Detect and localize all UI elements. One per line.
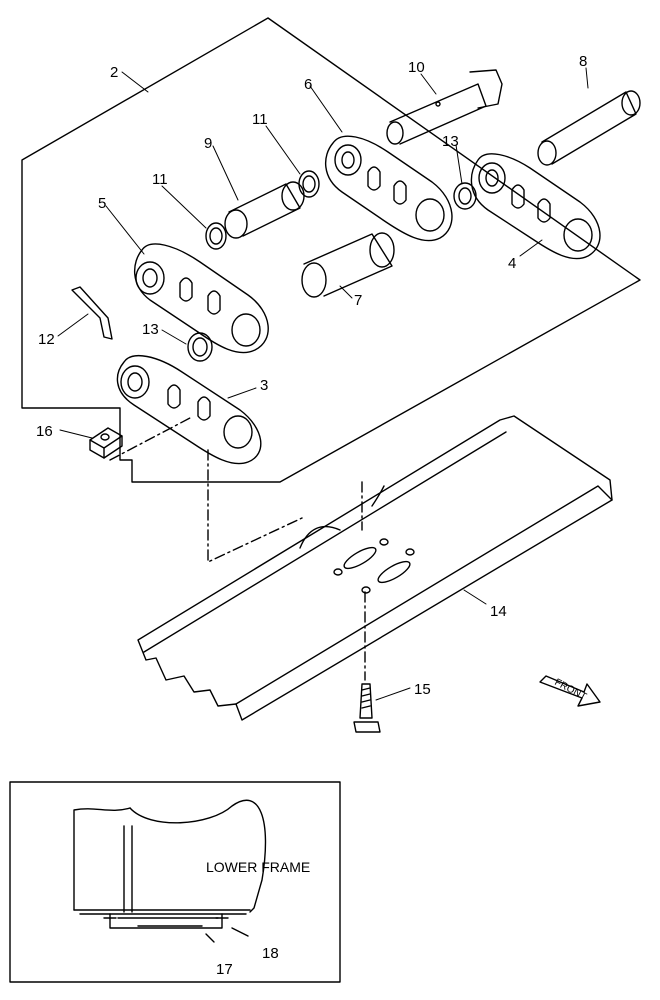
callout-13a: 13 [142,321,159,338]
inset-frame [9,781,341,983]
callout-13b: 13 [442,133,459,150]
pin-8 [537,90,641,166]
callout-7: 7 [354,292,362,309]
callout-6: 6 [304,76,312,93]
callout-17: 17 [216,961,233,978]
link-4 [470,153,601,260]
link-6 [325,135,453,242]
callout-18: 18 [262,945,279,962]
assembly-outline [21,17,641,483]
callout-16: 16 [36,423,53,440]
track-shoe-14 [137,415,613,721]
seal-11a [205,222,227,250]
callout-12: 12 [38,331,55,348]
callout-2: 2 [110,64,118,81]
spacer-13b [453,182,477,210]
callout-8: 8 [579,53,587,70]
leader-lines [57,67,589,701]
link-3 [116,355,262,465]
callout-11a: 11 [152,171,168,188]
callout-10: 10 [408,59,425,76]
bushing-7 [301,232,395,298]
callout-4: 4 [508,255,516,272]
bolt-15 [353,683,381,733]
seal-11b [298,170,320,198]
callout-5: 5 [98,195,106,212]
front-arrow-label: FRONT [553,677,589,703]
callout-15: 15 [414,681,431,698]
nut-16 [89,427,123,459]
spacer-13a [187,332,213,362]
inset-title: LOWER FRAME [206,859,310,875]
lock-pin-12 [71,286,113,340]
pin-10 [386,69,503,145]
callout-9: 9 [204,135,212,152]
bushing-9 [224,181,305,239]
callout-11b: 11 [252,111,268,128]
callout-3: 3 [260,377,268,394]
alignment-line [109,417,366,681]
callout-14: 14 [490,603,507,620]
link-5 [134,243,269,354]
front-arrow [539,675,601,707]
lower-frame [73,799,267,943]
